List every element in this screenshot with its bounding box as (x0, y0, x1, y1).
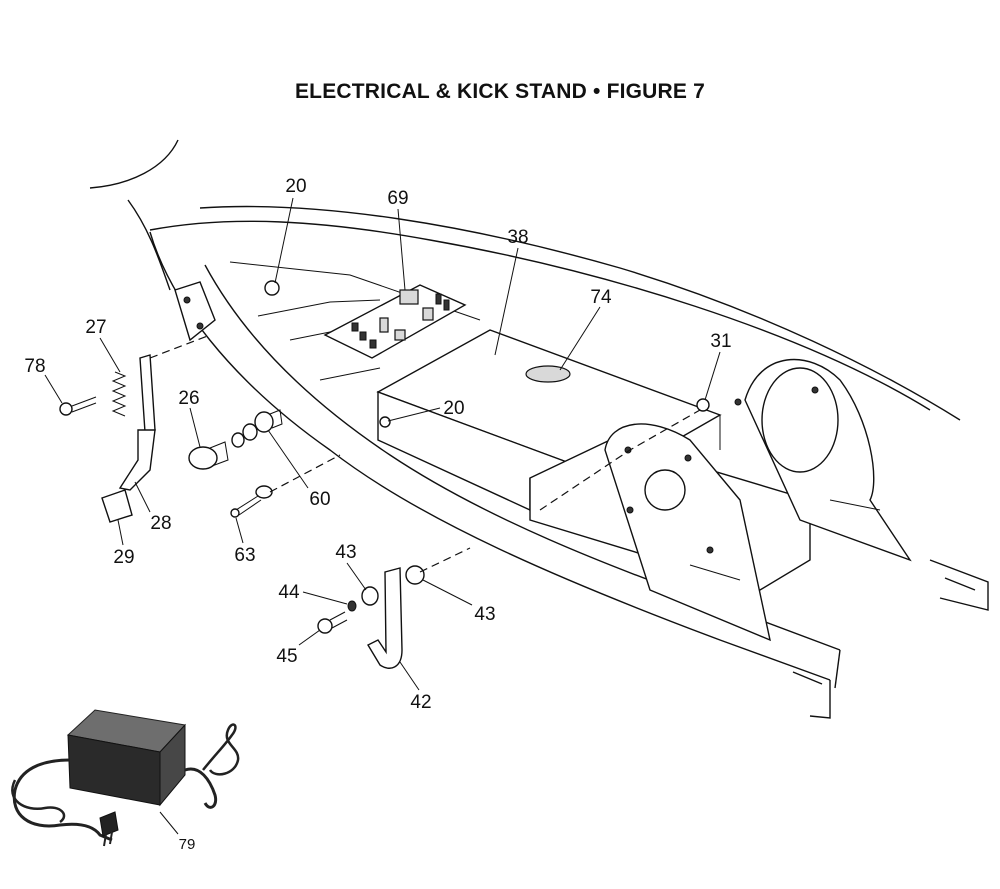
callout-26: 26 (178, 388, 199, 409)
callout-20-box: 20 (443, 398, 464, 419)
callout-43-left: 43 (335, 542, 356, 563)
kickstand-bracket (118, 354, 156, 491)
motor-mount-plate (604, 423, 771, 642)
plug-cover (525, 365, 571, 383)
bolt-78 (59, 396, 97, 416)
nut-31 (696, 398, 710, 412)
callout-63: 63 (234, 545, 255, 566)
washer-43-left (361, 586, 379, 606)
callout-27: 27 (85, 317, 106, 338)
callout-78: 78 (24, 356, 45, 377)
callout-45: 45 (276, 646, 297, 667)
callout-79: 79 (179, 836, 196, 853)
callout-38: 38 (507, 227, 528, 248)
hook-42 (367, 567, 403, 669)
motor-cap (188, 441, 229, 470)
callout-labels: 20 69 38 74 31 27 78 26 20 60 28 29 63 4… (24, 176, 731, 853)
washer-stack-60 (231, 409, 283, 448)
callout-60: 60 (309, 489, 330, 510)
nut-44 (347, 600, 357, 612)
callout-43-right: 43 (474, 604, 495, 625)
assembly-lines (149, 334, 701, 573)
leader-lines (44, 197, 721, 691)
bolt-63 (230, 485, 273, 518)
kickstand-mount (174, 281, 216, 342)
callout-29: 29 (113, 547, 134, 568)
callout-20-top: 20 (285, 176, 306, 197)
washer-43-right (405, 565, 425, 585)
rear-wheel-plate (734, 358, 912, 562)
spring (111, 371, 127, 417)
callout-31: 31 (710, 331, 731, 352)
nut-20-box (379, 416, 391, 428)
power-adapter (11, 709, 240, 847)
callout-44: 44 (278, 582, 300, 603)
nut-20-top (264, 280, 280, 296)
callout-42: 42 (410, 692, 431, 713)
seat-post-tube (89, 139, 179, 291)
control-board (323, 284, 467, 359)
callout-28: 28 (150, 513, 171, 534)
callout-74: 74 (590, 287, 612, 308)
callout-69: 69 (387, 188, 408, 209)
figure-title: ELECTRICAL & KICK STAND • FIGURE 7 (294, 80, 706, 103)
bolt-45 (317, 611, 348, 634)
kickstand-foot (101, 489, 133, 523)
